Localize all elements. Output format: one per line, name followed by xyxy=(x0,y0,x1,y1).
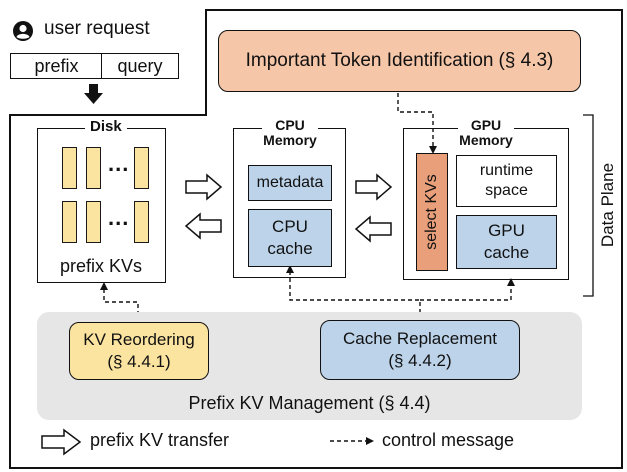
legend-control-label: control message xyxy=(382,430,515,450)
important-token-label: Important Token Identification xyxy=(245,50,494,71)
runtime-line1: runtime xyxy=(479,162,534,179)
transfer-arrow-gpu-to-cpu xyxy=(354,215,392,243)
cache-replacement-box: Cache Replacement (§ 4.4.2) xyxy=(320,320,520,380)
kv-reordering-section: (§ 4.4.1) xyxy=(107,352,171,371)
gpu-title-line1: GPU xyxy=(470,117,502,133)
select-kvs-box: select KVs xyxy=(416,153,448,271)
transfer-arrow-cpu-to-gpu xyxy=(355,173,393,201)
cpu-title: CPU Memory xyxy=(262,118,318,148)
cache-replacement-label: Cache Replacement xyxy=(342,329,498,348)
cpu-cache-line1: CPU xyxy=(272,217,308,236)
gpu-cache-line1: GPU xyxy=(488,221,525,240)
important-token-identification-box: Important Token Identification (§ 4.3) xyxy=(218,30,581,92)
runtime-line2: space xyxy=(485,182,528,199)
cpu-title-line2: Memory xyxy=(263,132,317,148)
legend-transfer-label: prefix KV transfer xyxy=(90,430,230,450)
kv-block xyxy=(86,147,101,189)
cpu-cache-line2: cache xyxy=(267,239,313,258)
kv-block xyxy=(62,201,77,243)
gpu-cache-line2: cache xyxy=(483,243,530,262)
transfer-arrow-disk-to-cpu xyxy=(185,173,223,201)
kv-reordering-label: KV Reordering xyxy=(83,330,195,349)
disk-ellipsis-bottom: ... xyxy=(108,205,130,230)
cache-replacement-section: (§ 4.4.2) xyxy=(388,351,452,370)
kv-block xyxy=(62,147,77,189)
prefix-segment: prefix xyxy=(10,53,102,79)
disk-ellipsis-top: ... xyxy=(108,151,130,176)
cpu-cache-box: CPU cache xyxy=(248,209,332,267)
disk-box: ... ... prefix KVs xyxy=(37,128,166,283)
gpu-title: GPU Memory xyxy=(458,118,514,148)
user-icon xyxy=(13,21,33,41)
gpu-cache-box: GPU cache xyxy=(456,215,557,269)
control-line-replace-to-gpu xyxy=(420,278,515,301)
gpu-title-line2: Memory xyxy=(459,132,513,148)
kv-block xyxy=(134,201,149,243)
disk-title: Disk xyxy=(85,118,127,135)
important-token-section: (§ 4.3) xyxy=(498,50,554,71)
user-request-label: user request xyxy=(44,18,150,39)
kv-block xyxy=(134,147,149,189)
kv-reordering-box: KV Reordering (§ 4.4.1) xyxy=(69,322,209,380)
control-line-token-to-select xyxy=(397,93,437,154)
metadata-box: metadata xyxy=(248,165,332,201)
prefix-kv-management-panel: KV Reordering (§ 4.4.1) Cache Replacemen… xyxy=(37,312,582,420)
cpu-title-line1: CPU xyxy=(275,117,305,133)
gpu-memory-box: select KVs runtime space GPU cache xyxy=(403,128,569,280)
data-plane-brace xyxy=(583,114,594,297)
control-line-replace-to-cpu xyxy=(286,265,421,320)
system-frame xyxy=(9,9,623,469)
transfer-arrow-cpu-to-disk xyxy=(184,212,222,240)
select-kvs-label: select KVs xyxy=(423,174,440,250)
prefix-kv-management-title: Prefix KV Management (§ 4.4) xyxy=(188,393,431,413)
kv-block xyxy=(86,201,101,243)
request-down-arrow xyxy=(84,84,103,104)
query-segment: query xyxy=(101,53,179,79)
cpu-memory-box: metadata CPU cache xyxy=(233,128,346,278)
data-plane-label: Data Plane xyxy=(598,162,617,248)
disk-caption: prefix KVs xyxy=(59,256,143,276)
legend-transfer-arrow-icon xyxy=(41,428,82,456)
runtime-space-box: runtime space xyxy=(456,155,557,207)
